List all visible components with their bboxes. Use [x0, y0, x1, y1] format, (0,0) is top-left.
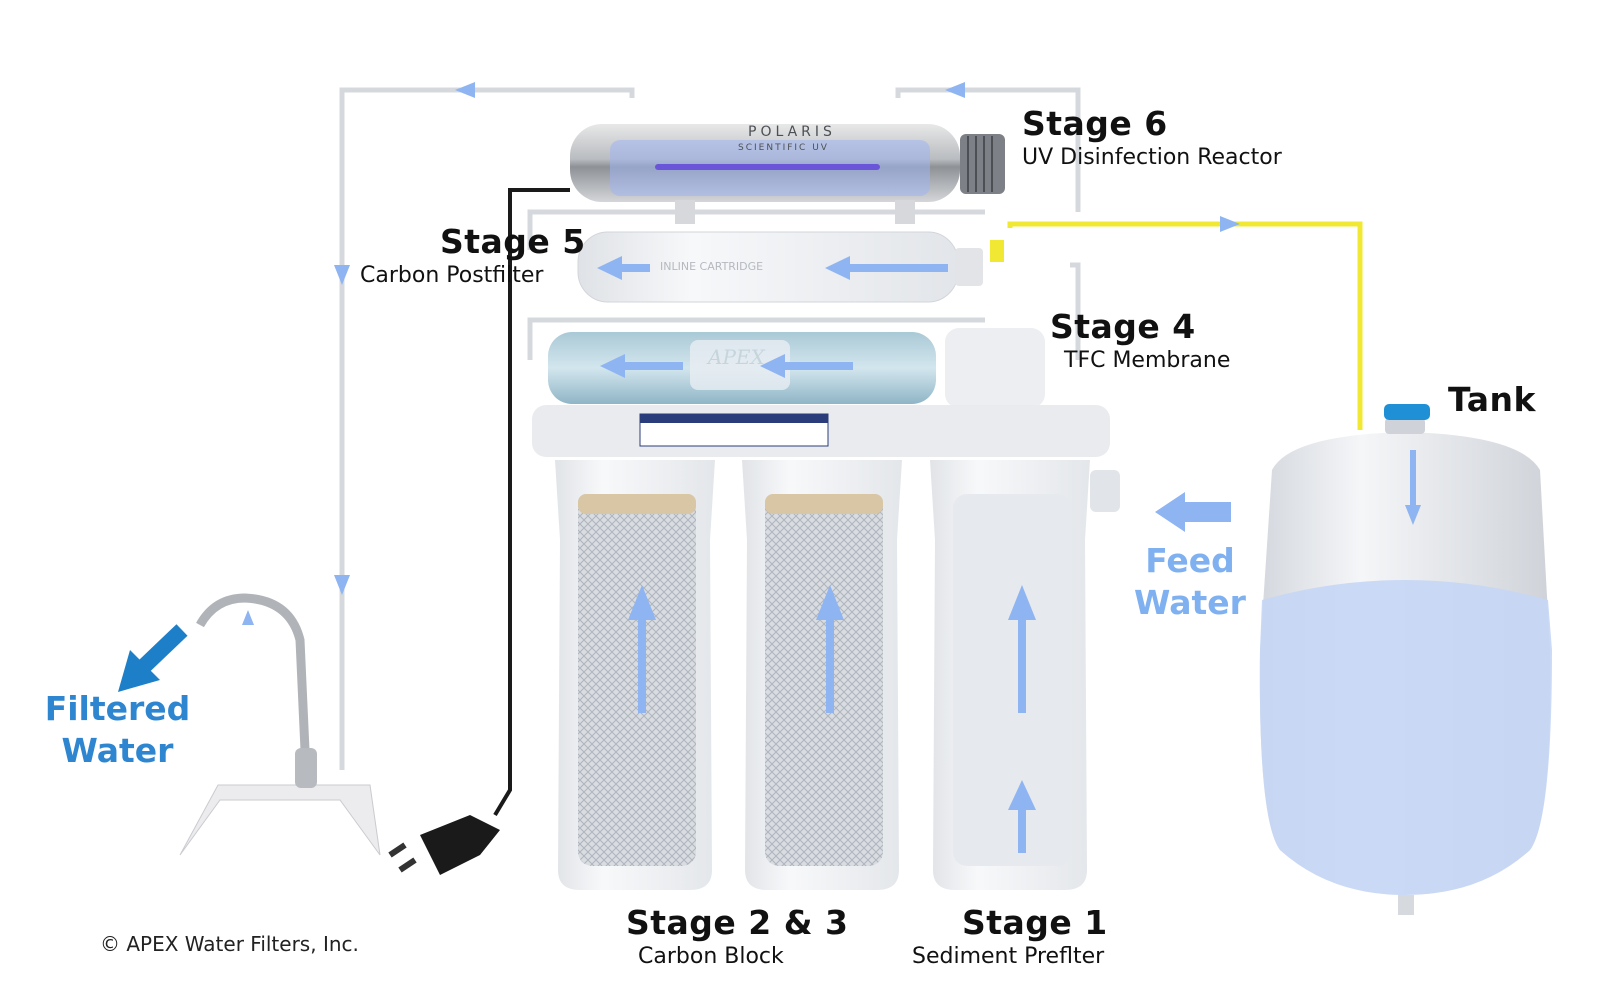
- feed-inlet-fitting: [1090, 470, 1120, 512]
- filtered-water-line2: Water: [61, 731, 174, 770]
- stage-5-subtitle: Carbon Postfilter: [360, 263, 544, 288]
- stage-4-title: Stage 4: [1050, 307, 1196, 346]
- flow-arrow: [623, 362, 683, 370]
- flow-arrows: [242, 82, 1421, 853]
- stage-6-subtitle: UV Disinfection Reactor: [1022, 145, 1282, 170]
- flow-arrow: [334, 265, 350, 285]
- tfc-membrane: APEX: [548, 328, 1045, 408]
- stage-6-title: Stage 6: [1022, 104, 1168, 143]
- flow-arrow: [597, 256, 622, 280]
- membrane-brand: APEX: [706, 345, 766, 369]
- flow-arrow: [783, 362, 853, 370]
- tank-label: Tank: [1448, 380, 1536, 419]
- copyright: © APEX Water Filters, Inc.: [100, 932, 359, 956]
- stage-4-subtitle: TFC Membrane: [1064, 348, 1231, 373]
- flow-arrow: [628, 585, 656, 620]
- uv-reactor: POLARIS SCIENTIFIC UV: [570, 124, 1005, 224]
- flow-arrow: [1018, 808, 1026, 853]
- flow-arrow: [455, 82, 475, 98]
- filtered-water-arrow: [118, 624, 188, 692]
- flow-arrow: [945, 82, 965, 98]
- flow-arrow: [848, 264, 948, 272]
- flow-arrow: [1018, 618, 1026, 713]
- stage-2-housing: [555, 460, 715, 890]
- postfilter-text: INLINE CARTRIDGE: [660, 260, 763, 273]
- stage-1-title: Stage 1: [962, 903, 1108, 942]
- tubing: [339, 87, 1081, 770]
- stage-1-subtitle: Sediment Preflter: [912, 944, 1105, 969]
- flow-arrow: [1410, 450, 1416, 508]
- stage-1-housing: [930, 460, 1090, 890]
- feed-water-line1: Feed: [1145, 541, 1235, 580]
- storage-tank: [1259, 404, 1552, 915]
- uv-brand-sub: SCIENTIFIC UV: [738, 143, 829, 153]
- flow-arrow: [1405, 505, 1421, 525]
- flow-arrow: [825, 256, 850, 280]
- flow-arrow: [600, 354, 625, 378]
- flow-arrow: [1220, 216, 1240, 232]
- flow-arrow: [334, 575, 350, 595]
- carbon-postfilter: INLINE CARTRIDGE: [577, 231, 1004, 303]
- flow-arrow: [816, 585, 844, 620]
- flow-arrow: [1008, 585, 1036, 620]
- feed-water-line2: Water: [1134, 583, 1246, 622]
- stage-5-title: Stage 5: [440, 222, 586, 261]
- flow-arrow: [638, 618, 646, 713]
- flow-arrow: [826, 618, 834, 713]
- apex-sticker: [639, 413, 829, 447]
- flow-arrow: [620, 264, 650, 272]
- flow-arrow: [242, 610, 254, 625]
- stage-23-title: Stage 2 & 3: [626, 903, 849, 942]
- flow-arrow: [760, 354, 785, 378]
- filtered-water-label: Filtered Water: [40, 688, 195, 772]
- power-cord: [388, 188, 570, 875]
- tank-line: [1007, 221, 1363, 430]
- filtered-water-line1: Filtered: [44, 689, 191, 728]
- feed-water-label: Feed Water: [1120, 540, 1260, 624]
- faucet: [179, 593, 381, 856]
- flow-arrow: [1008, 780, 1036, 810]
- flow-arrow: [1155, 492, 1185, 532]
- flow-arrow: [1183, 502, 1231, 522]
- uv-brand: POLARIS: [748, 124, 836, 140]
- stage-23-subtitle: Carbon Block: [638, 944, 784, 969]
- stage-3-housing: [742, 460, 902, 890]
